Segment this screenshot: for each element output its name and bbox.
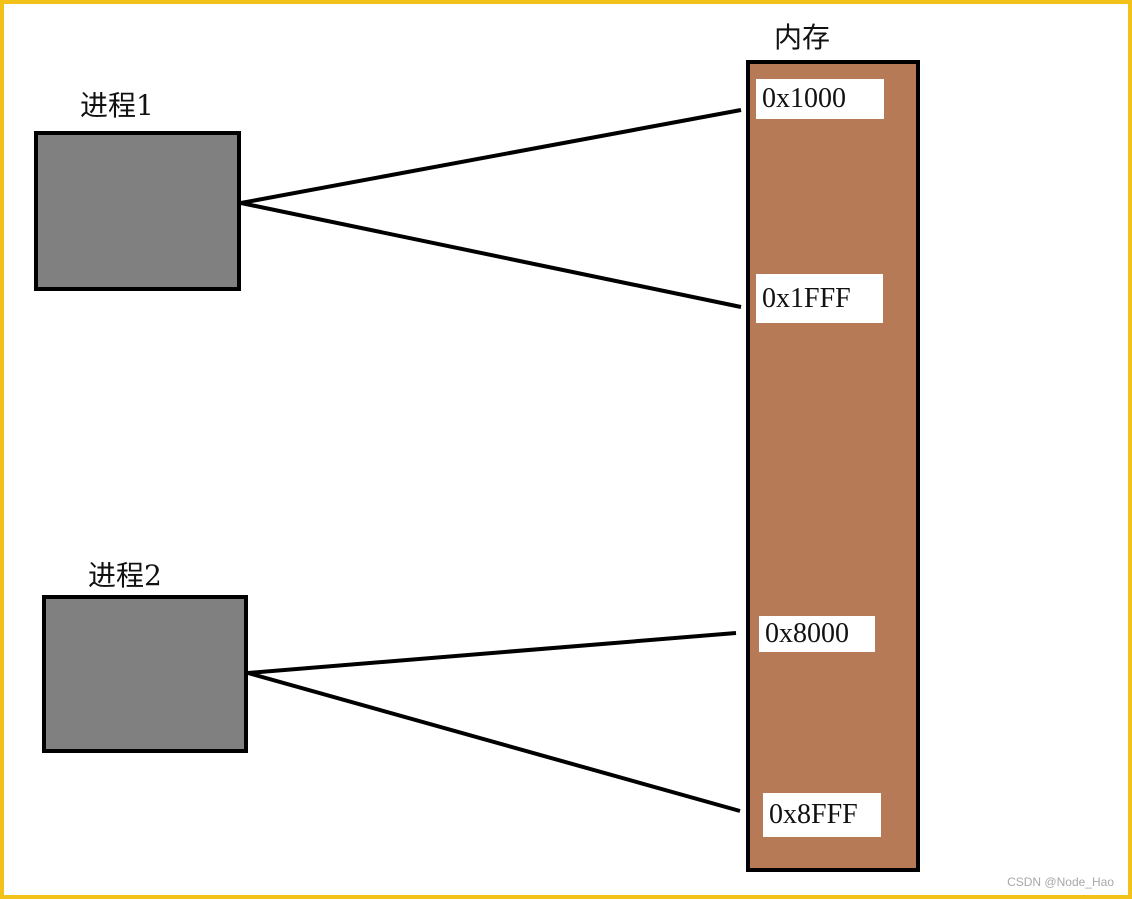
address-label-0x1000: 0x1000 [756, 79, 884, 119]
memory-bar [746, 60, 920, 872]
mapping-line-process2-end [247, 671, 741, 813]
watermark: CSDN @Node_Hao [1007, 875, 1114, 889]
address-label-0x8000: 0x8000 [759, 616, 875, 652]
address-label-0x1fff: 0x1FFF [756, 274, 883, 323]
mapping-line-process1-end [240, 201, 742, 309]
address-label-0x8fff: 0x8FFF [763, 793, 881, 837]
memory-label: 内存 [774, 21, 831, 54]
mapping-lines [240, 108, 742, 813]
process-2-box [42, 595, 248, 753]
mapping-line-process1-start [240, 108, 742, 205]
mapping-line-process2-start [247, 631, 737, 675]
process-1-label: 进程1 [80, 89, 154, 122]
process-2-label: 进程2 [88, 559, 162, 592]
process-1-box [34, 131, 241, 291]
